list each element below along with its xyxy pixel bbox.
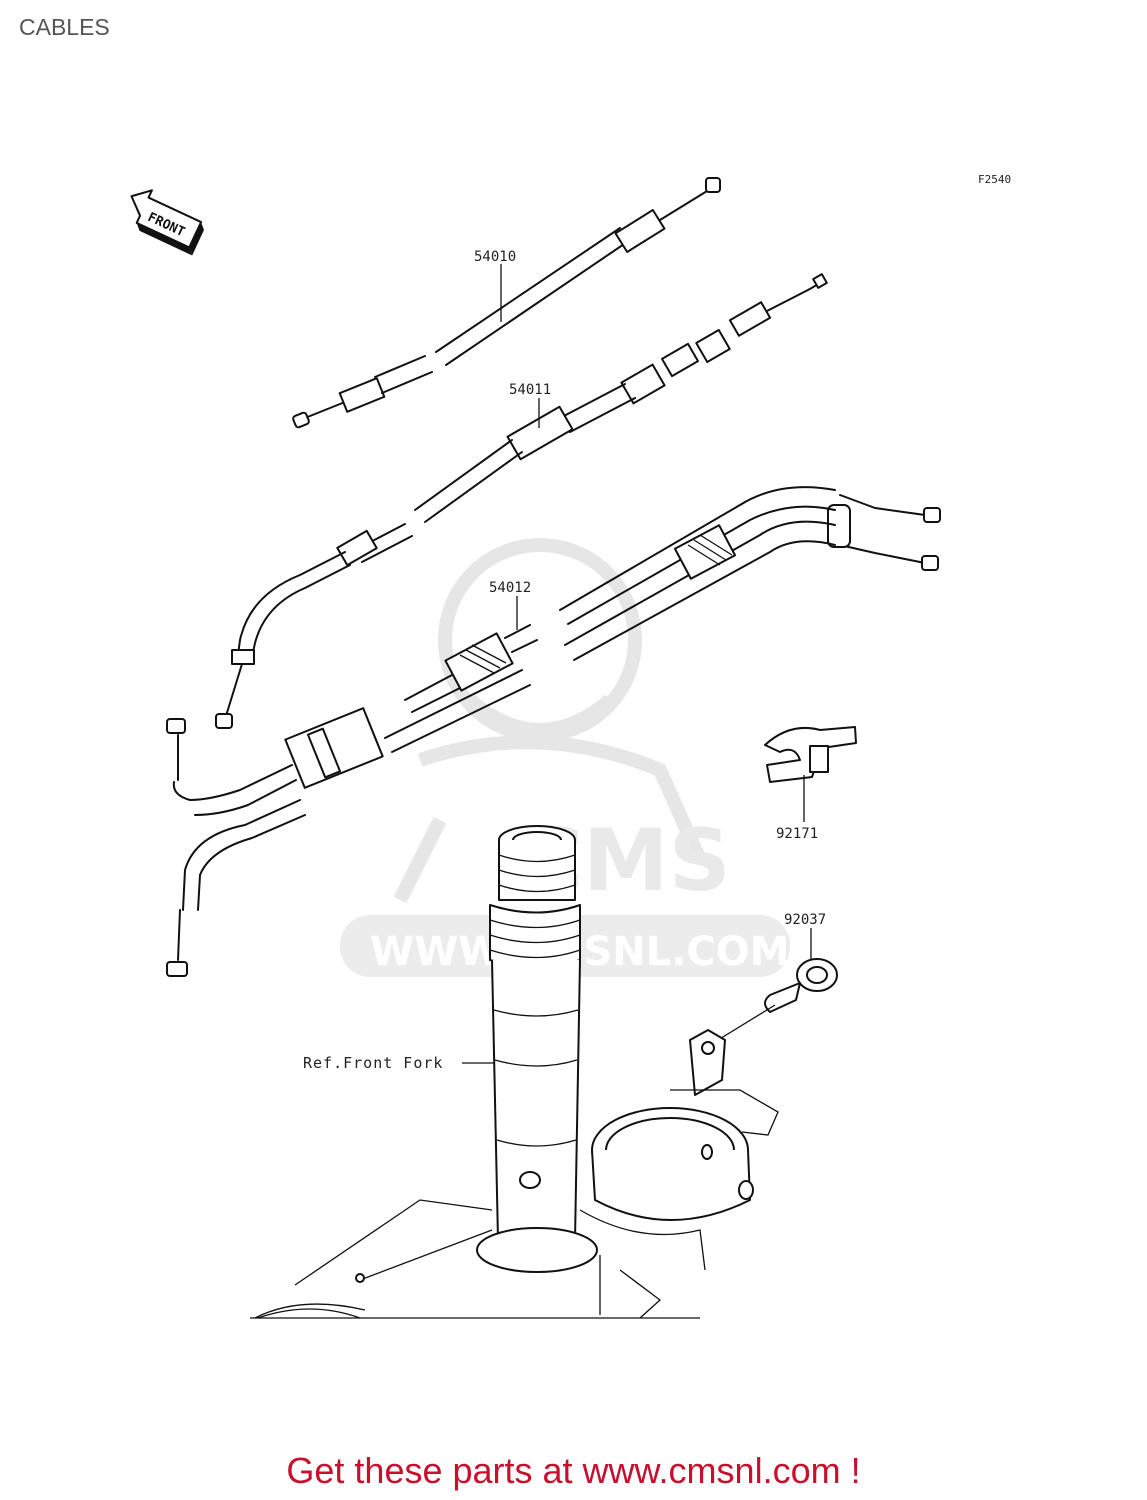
clamp-92171[interactable] bbox=[764, 726, 857, 783]
part-label-92037[interactable]: 92037 bbox=[784, 912, 826, 928]
cable-54012[interactable] bbox=[166, 486, 941, 977]
front-arrow-icon: FRONT bbox=[130, 189, 204, 256]
part-label-54010[interactable]: 54010 bbox=[474, 249, 516, 265]
part-label-92171[interactable]: 92171 bbox=[776, 826, 818, 842]
reference-label: Ref.Front Fork bbox=[303, 1054, 443, 1072]
footer-cta-link[interactable]: Get these parts at www.cmsnl.com ! bbox=[286, 1450, 861, 1491]
diagram-code: F2540 bbox=[978, 173, 1011, 186]
part-label-54011[interactable]: 54011 bbox=[509, 382, 551, 398]
clamp-92037[interactable] bbox=[704, 958, 838, 1049]
front-fork bbox=[476, 825, 598, 1273]
cable-54011[interactable] bbox=[215, 273, 828, 729]
watermark-mascot-icon bbox=[393, 538, 707, 904]
part-label-54012[interactable]: 54012 bbox=[489, 580, 531, 596]
steering-bracket bbox=[250, 1029, 779, 1319]
leader-lines bbox=[462, 264, 812, 1064]
page-title: CABLES bbox=[19, 14, 110, 40]
cable-54010[interactable] bbox=[292, 177, 721, 429]
